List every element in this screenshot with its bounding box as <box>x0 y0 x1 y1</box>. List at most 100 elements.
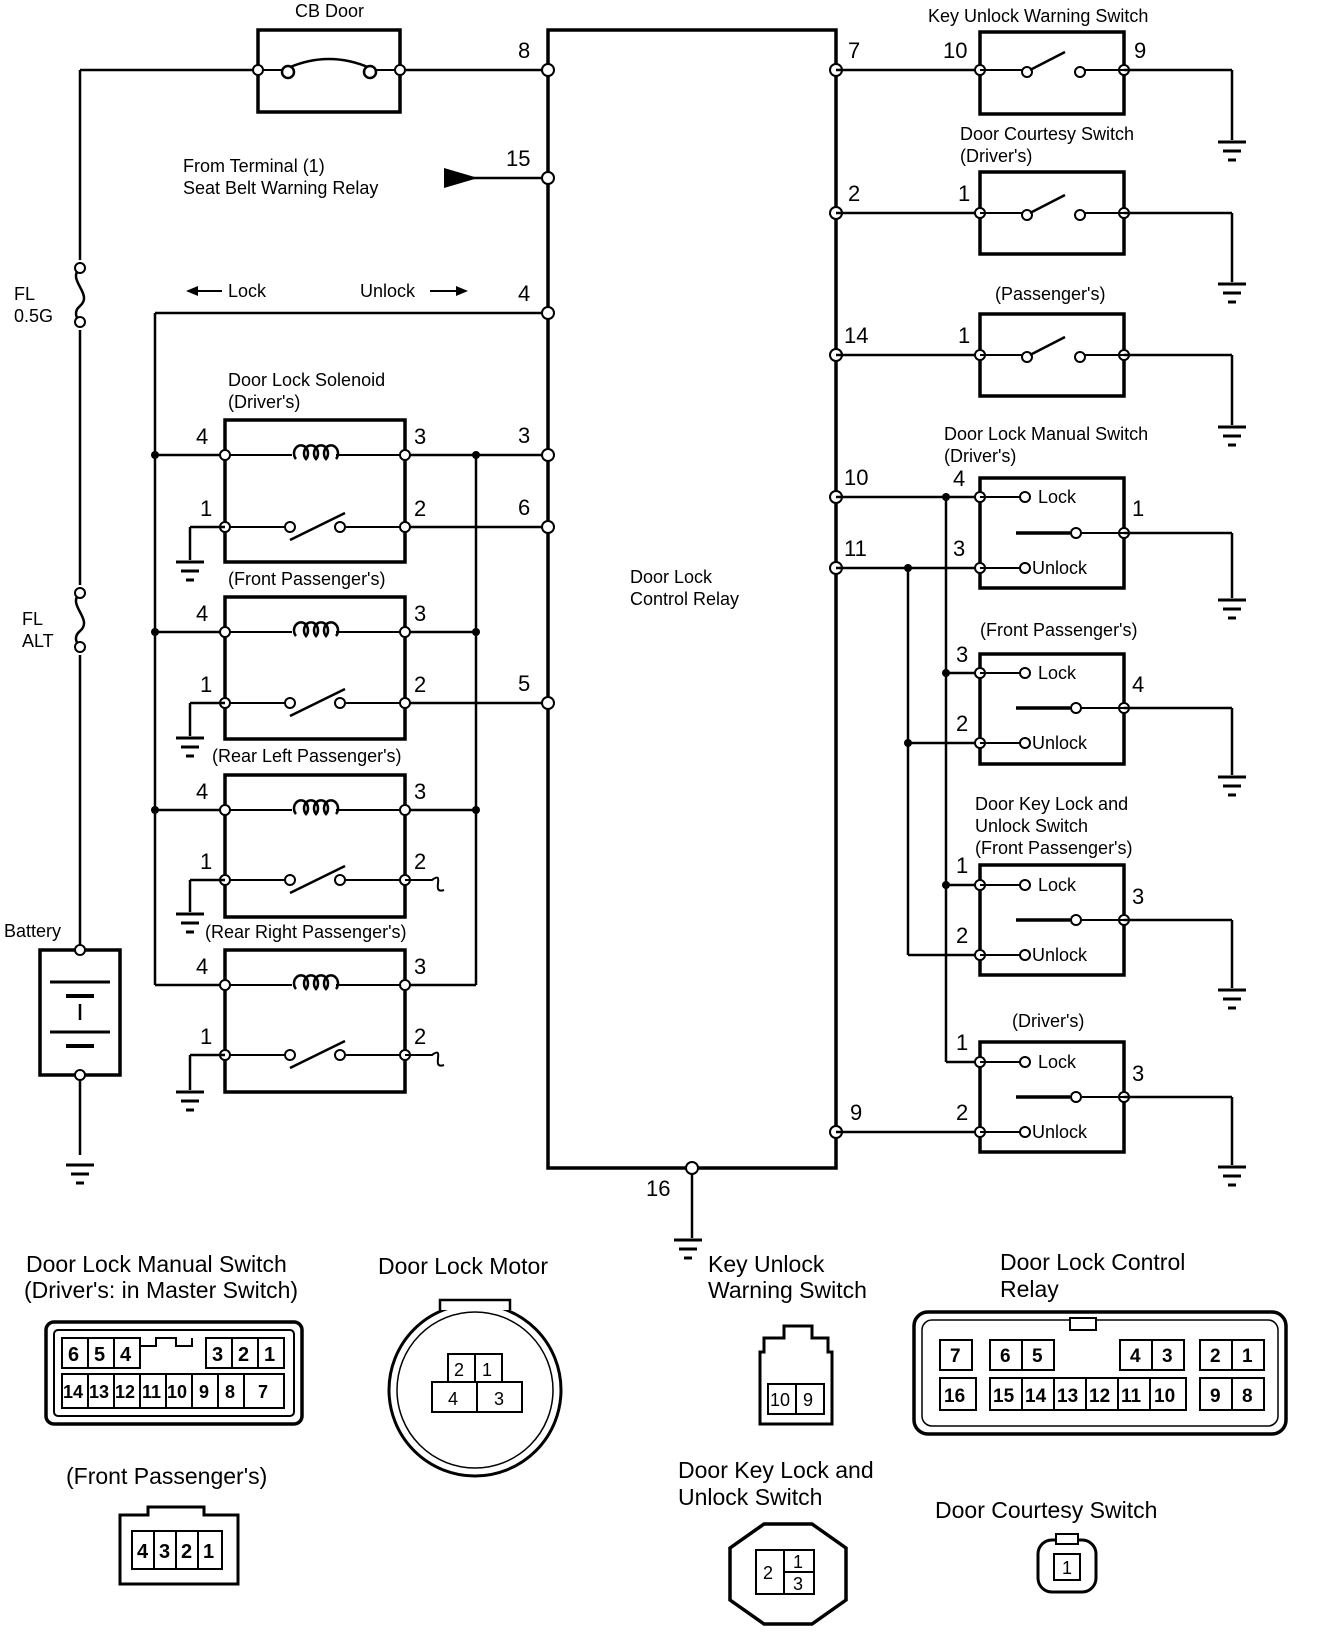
pin-6: 6 <box>1000 1346 1011 1367</box>
connector-door-lock-motor: Door Lock Motor 2 1 4 3 <box>378 1253 563 1478</box>
door-key-lock-switch-front-passenger: Door Key Lock and Unlock Switch (Front P… <box>956 794 1248 1010</box>
pin-13: 13 <box>89 1382 109 1402</box>
unlock-label: Unlock <box>1032 1122 1088 1142</box>
door-lock-solenoids: Door Lock Solenoid (Driver's) (Front Pas… <box>151 311 548 1112</box>
pin-3: 3 <box>414 601 426 626</box>
fl-alt-label-2: ALT <box>22 631 54 651</box>
keylock-title-1: Door Key Lock and <box>975 794 1128 814</box>
unlock-label: Unlock <box>1032 733 1088 753</box>
pin-1: 1 <box>264 1344 275 1366</box>
connector-manual-title-2: (Driver's: in Master Switch) <box>24 1277 298 1303</box>
pin-1: 1 <box>200 672 212 697</box>
relay-pin-9: 9 <box>850 1100 862 1125</box>
pin-7: 7 <box>950 1346 961 1367</box>
pin-2: 2 <box>414 1024 426 1049</box>
relay-pin-15: 15 <box>506 146 530 171</box>
relay-pin-8: 8 <box>518 38 530 63</box>
pin-5: 5 <box>94 1344 105 1366</box>
pin-3: 3 <box>414 954 426 979</box>
pin-1: 1 <box>200 496 212 521</box>
pin-2: 2 <box>414 496 426 521</box>
relay-pin-5: 5 <box>518 671 530 696</box>
unlock-label: Unlock <box>1032 945 1088 965</box>
keylock-title-2: Unlock Switch <box>975 816 1088 836</box>
manual-top-pins: 6 5 4 3 2 1 <box>61 1337 285 1369</box>
courtesy-passenger-label: (Passenger's) <box>995 284 1105 304</box>
connector-front-passenger: (Front Passenger's) 4 3 2 1 <box>66 1463 267 1586</box>
connector-key-lock-title-1: Door Key Lock and <box>678 1457 874 1483</box>
connector-courtesy-title: Door Courtesy Switch <box>935 1497 1157 1523</box>
pin-11: 11 <box>142 1382 161 1402</box>
connector-door-courtesy-switch: Door Courtesy Switch 1 <box>935 1497 1157 1594</box>
pin-4: 4 <box>196 424 208 449</box>
pin-8: 8 <box>1242 1386 1253 1407</box>
connector-door-lock-control-relay: Door Lock Control Relay 7 6 5 4 3 2 1 <box>912 1249 1288 1436</box>
pin-1: 1 <box>203 1541 214 1563</box>
pin-3: 3 <box>159 1541 170 1563</box>
lock-label: Lock <box>1038 663 1077 683</box>
connector-key-unlock-title-1: Key Unlock <box>708 1251 825 1277</box>
pin-9: 9 <box>1134 38 1146 63</box>
pin-2: 2 <box>763 1563 773 1583</box>
pin-12: 12 <box>1089 1386 1110 1407</box>
pin-3: 3 <box>1162 1346 1173 1367</box>
fl-alt-label-1: FL <box>22 609 43 629</box>
courtesy-title-1: Door Courtesy Switch <box>960 124 1134 144</box>
pin-2: 2 <box>414 849 426 874</box>
pin-1: 1 <box>200 1024 212 1049</box>
relay-connector-bottom-row: 16 15 14 13 12 11 10 9 8 <box>939 1377 1265 1411</box>
manual-title-2: (Driver's) <box>944 446 1016 466</box>
door-courtesy-switch-passenger: (Passenger's) 1 <box>836 284 1248 447</box>
pin-3: 3 <box>793 1574 803 1594</box>
pin-15: 15 <box>993 1386 1015 1407</box>
lock-unlock-direction: Lock Unlock <box>186 281 468 301</box>
pin-1: 1 <box>1062 1558 1072 1578</box>
solenoid-rear-right-label: (Rear Right Passenger's) <box>205 922 407 942</box>
relay-pin-4: 4 <box>518 281 530 306</box>
pin-13: 13 <box>1057 1386 1078 1407</box>
courtesy-title-2: (Driver's) <box>960 146 1032 166</box>
pin-10: 10 <box>167 1382 187 1402</box>
cb-door-breaker: CB Door <box>252 1 406 114</box>
pin-4: 4 <box>137 1541 149 1563</box>
pin-1: 1 <box>958 323 970 348</box>
relay-connector-top-row: 7 6 5 4 3 2 1 <box>939 1339 1265 1371</box>
pin-8: 8 <box>225 1382 235 1402</box>
pin-10: 10 <box>770 1390 790 1410</box>
solenoid-front-passenger-label: (Front Passenger's) <box>228 569 386 589</box>
pin-10: 10 <box>1154 1386 1175 1407</box>
relay-pin-16: 16 <box>646 1176 670 1201</box>
seat-belt-from-label: From Terminal (1) <box>183 156 325 176</box>
pin-3: 3 <box>953 536 965 561</box>
pin-2: 2 <box>181 1541 192 1563</box>
pin-2: 2 <box>956 711 968 736</box>
pin-2: 2 <box>414 672 426 697</box>
door-lock-manual-switch-front-passenger: (Front Passenger's) Lock Unlock 3 2 4 <box>956 620 1248 797</box>
solenoid-rear-left: 4 3 1 2 <box>174 773 445 934</box>
unlock-label: Unlock <box>1032 558 1088 578</box>
pin-5: 5 <box>1032 1346 1043 1367</box>
key-unlock-switch-label: Key Unlock Warning Switch <box>928 6 1148 26</box>
pin-9: 9 <box>803 1390 813 1410</box>
pin-2: 2 <box>956 1100 968 1125</box>
relay-name-2: Control Relay <box>630 589 739 609</box>
solenoid-rear-left-label: (Rear Left Passenger's) <box>212 746 402 766</box>
solenoid-front-passenger: 4 3 1 2 <box>174 595 426 758</box>
connector-front-passenger-title: (Front Passenger's) <box>66 1463 267 1489</box>
keylock-driver-label: (Driver's) <box>1012 1011 1084 1031</box>
pin-10: 10 <box>943 38 967 63</box>
pin-14: 14 <box>1025 1386 1047 1407</box>
solenoid-driver: 4 3 1 2 <box>174 418 426 582</box>
pin-3: 3 <box>494 1389 504 1409</box>
manual-title-1: Door Lock Manual Switch <box>944 424 1148 444</box>
seat-belt-relay-input: From Terminal (1) Seat Belt Warning Rela… <box>183 156 548 198</box>
pin-1: 1 <box>793 1552 803 1572</box>
pin-3: 3 <box>1132 1061 1144 1086</box>
solenoid-rear-right: 4 3 1 2 <box>174 948 445 1112</box>
pin-3: 3 <box>414 779 426 804</box>
fl-0.5g-label-2: 0.5G <box>14 306 53 326</box>
key-unlock-warning-switch: Key Unlock Warning Switch 10 9 <box>836 6 1248 162</box>
connector-views: Door Lock Manual Switch (Driver's: in Ma… <box>24 1249 1288 1626</box>
relay-pin-14: 14 <box>844 323 868 348</box>
